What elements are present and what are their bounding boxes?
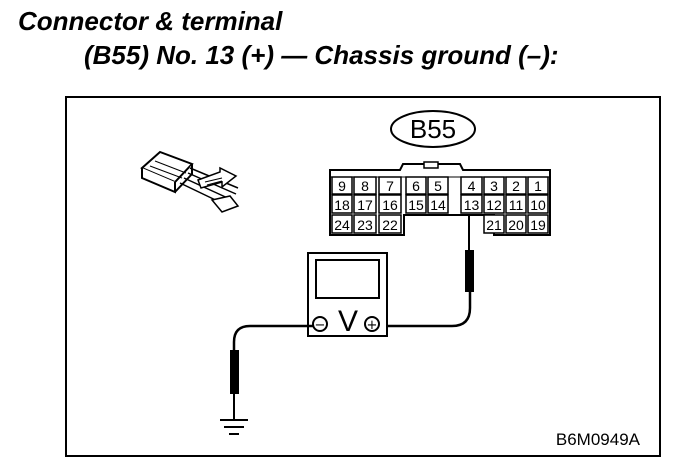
pin-label-23: 23: [357, 217, 373, 233]
positive-probe: [465, 250, 474, 292]
positive-lead-wire: [380, 290, 472, 328]
pin-label-14: 14: [430, 197, 446, 213]
voltmeter-display: [315, 259, 380, 299]
negative-probe: [230, 350, 239, 394]
pin-cell-10: [527, 194, 549, 214]
pin-cell-2: [505, 176, 527, 195]
ground-icon: [220, 419, 248, 435]
pin-label-11: 11: [509, 197, 524, 213]
pin-cell-23: [353, 214, 377, 234]
pin-label-18: 18: [334, 197, 350, 213]
pin-label-2: 2: [512, 178, 520, 194]
pin-cell-11: [505, 194, 527, 214]
negative-lead-wire: [232, 324, 313, 352]
negative-terminal: [312, 316, 328, 332]
pin-label-4: 4: [468, 178, 476, 194]
pin-cell-12: [483, 194, 505, 214]
pin-label-13: 13: [464, 197, 480, 213]
pin-label-10: 10: [530, 197, 546, 213]
pin-cell-21: [483, 214, 505, 234]
voltmeter-symbol: V: [338, 305, 358, 338]
connector-label: B55: [410, 114, 456, 144]
pin-label-21: 21: [486, 217, 502, 233]
pin-cell-5: [427, 176, 449, 195]
pin-label-5: 5: [434, 178, 442, 194]
pin-cell-6: [405, 176, 427, 195]
positive-terminal: [364, 316, 380, 332]
heading-line-2: (B55) No. 13 (+) — Chassis ground (–):: [84, 40, 559, 70]
connector-label-oval: [390, 110, 476, 148]
pin-label-6: 6: [412, 178, 420, 194]
pin-cell-17: [353, 194, 377, 214]
pin-cell-19: [527, 214, 549, 234]
pin-label-17: 17: [357, 197, 373, 213]
pin-cell-16: [378, 194, 402, 214]
pin-cell-14: [427, 194, 449, 214]
pin-cell-9: [331, 176, 353, 195]
pin-label-3: 3: [490, 178, 498, 194]
arrow-icon: [197, 166, 238, 189]
pin-cell-1: [527, 176, 549, 195]
pin-cell-20: [505, 214, 527, 234]
pin-label-8: 8: [361, 178, 369, 194]
negative-terminal-sign: −: [315, 318, 326, 333]
pin-label-22: 22: [382, 217, 398, 233]
pin-label-24: 24: [334, 217, 350, 233]
pin-cell-22: [378, 214, 402, 234]
pin-label-20: 20: [508, 217, 524, 233]
pin-label-9: 9: [338, 178, 346, 194]
pin-label-15: 15: [408, 197, 424, 213]
pin-cell-24: [331, 214, 353, 234]
figure-code: B6M0949A: [556, 430, 641, 449]
pin-cell-4: [460, 176, 483, 195]
pin-cell-8: [353, 176, 377, 195]
connector-illustration: [140, 150, 240, 213]
pin-cell-7: [378, 176, 402, 195]
pin-label-7: 7: [386, 178, 394, 194]
pin-cell-13: [460, 194, 483, 214]
pin-cell-18: [331, 194, 353, 214]
pin-label-12: 12: [486, 197, 502, 213]
pin-cell-3: [483, 176, 505, 195]
pin-label-1: 1: [534, 178, 542, 194]
pin-label-16: 16: [382, 197, 398, 213]
voltmeter: V − +: [307, 252, 388, 338]
pin-label-19: 19: [530, 217, 546, 233]
positive-terminal-sign: +: [367, 318, 378, 333]
diagram-frame: [65, 96, 661, 457]
heading-line-1: Connector & terminal: [18, 6, 283, 36]
pin-cell-15: [405, 194, 427, 214]
